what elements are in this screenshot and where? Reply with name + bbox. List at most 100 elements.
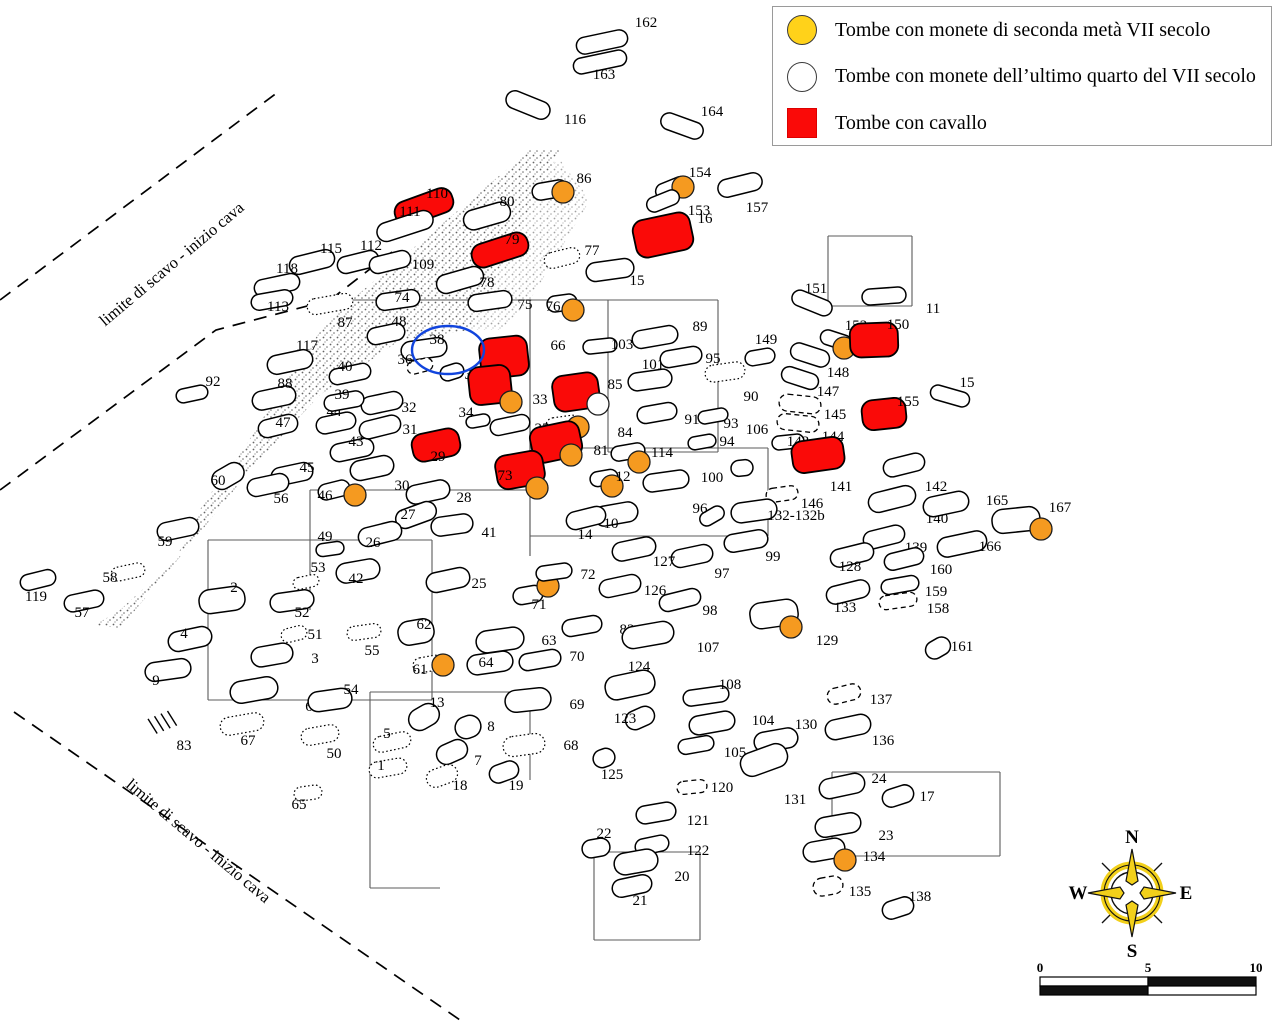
tomb-48[interactable]: 48 xyxy=(366,314,407,346)
tomb-131[interactable]: 131 xyxy=(737,741,806,808)
tomb-67[interactable]: 67 xyxy=(219,711,265,749)
tomb-78[interactable]: 78 xyxy=(434,264,495,295)
tomb-28[interactable]: 28 xyxy=(405,478,472,506)
tomb-104[interactable]: 104 xyxy=(688,710,775,737)
tomb-87[interactable]: 87 xyxy=(306,292,354,331)
tomb-63[interactable]: 63 xyxy=(475,626,557,654)
tomb-112[interactable]: 112 xyxy=(336,238,382,275)
tomb-108[interactable]: 108 xyxy=(682,677,741,707)
tomb-116[interactable]: 116 xyxy=(503,88,586,128)
tomb-68[interactable]: 68 xyxy=(502,732,579,758)
tomb-109[interactable]: 109 xyxy=(368,249,435,276)
tomb-19[interactable]: 19 xyxy=(487,758,524,794)
tomb-125[interactable]: 125 xyxy=(591,746,624,783)
tomb-81[interactable]: 81 xyxy=(528,419,609,467)
tomb-53[interactable]: 53 xyxy=(292,560,326,591)
tomb-94[interactable]: 94 xyxy=(687,433,735,451)
tomb-137[interactable]: 137 xyxy=(826,682,893,708)
tomb-107[interactable]: 107 xyxy=(620,620,720,656)
tomb-96[interactable]: 96 xyxy=(693,501,727,529)
tomb-34[interactable]: 34 xyxy=(459,405,491,429)
tomb-47[interactable]: 47 xyxy=(256,412,299,439)
tomb-51[interactable]: 51 xyxy=(280,624,323,644)
tomb-132-132b[interactable]: 132-132b xyxy=(730,498,825,524)
tomb-18[interactable]: 18 xyxy=(424,762,468,794)
tomb-72[interactable]: 72 xyxy=(535,562,596,583)
tomb-138[interactable]: 138 xyxy=(880,889,931,922)
tomb-95[interactable]: 95 xyxy=(659,345,721,369)
tomb-120[interactable]: 120 xyxy=(676,778,733,796)
tomb-158[interactable]: 158 xyxy=(878,591,949,617)
tomb-24[interactable]: 24 xyxy=(817,771,887,801)
tomb-85[interactable]: 85 xyxy=(551,371,623,416)
tomb-33[interactable]: 33 xyxy=(467,364,548,414)
tomb-43[interactable]: 43 xyxy=(329,434,376,463)
tomb-157[interactable]: 157 xyxy=(716,171,769,216)
tomb-133[interactable]: 133 xyxy=(824,578,871,616)
tomb-21[interactable]: 21 xyxy=(611,873,654,909)
tomb-1[interactable]: 1 xyxy=(368,757,408,779)
tomb-98[interactable]: 98 xyxy=(658,587,718,619)
tomb-119[interactable]: 119 xyxy=(19,568,58,605)
tomb-26[interactable]: 26 xyxy=(356,519,403,551)
tomb-59[interactable]: 59 xyxy=(156,516,201,550)
tomb-149[interactable]: 149 xyxy=(744,332,777,367)
tomb-86[interactable]: 86 xyxy=(531,171,592,204)
tomb-16[interactable]: 16 xyxy=(631,210,713,259)
tomb-15[interactable]: 15 xyxy=(585,257,645,289)
tomb-77[interactable]: 77 xyxy=(543,243,600,270)
tomb-74[interactable]: 74 xyxy=(375,288,421,312)
tomb-92[interactable]: 92 xyxy=(175,374,221,404)
tomb-12[interactable]: 12 xyxy=(589,468,631,498)
tomb-29[interactable]: 29 xyxy=(410,426,463,465)
tomb-155[interactable]: 155 xyxy=(860,394,920,432)
tomb-2[interactable]: 2 xyxy=(198,580,247,615)
tomb-114[interactable]: 114 xyxy=(610,442,674,474)
tomb-127[interactable]: 127 xyxy=(611,535,676,570)
tomb-9[interactable]: 9 xyxy=(144,657,192,689)
tomb-129[interactable]: 129 xyxy=(748,598,838,649)
tomb-103[interactable]: 103 xyxy=(582,337,633,355)
tomb-100[interactable]: 100 xyxy=(642,469,723,493)
tomb-60[interactable]: 60 xyxy=(208,459,247,493)
tomb-105[interactable]: 105 xyxy=(677,734,746,761)
tomb-46[interactable]: 46 xyxy=(317,478,367,507)
tomb-152[interactable]: 152 xyxy=(818,318,867,360)
tomb-164[interactable]: 164 xyxy=(658,104,724,142)
tomb-49[interactable]: 49 xyxy=(315,529,345,558)
tomb-90[interactable]: 90 xyxy=(704,361,759,405)
tomb-163[interactable]: 163 xyxy=(572,49,628,83)
tomb-8[interactable]: 8 xyxy=(452,712,495,742)
tomb-62[interactable]: 62 xyxy=(396,617,436,647)
tomb-64[interactable]: 64 xyxy=(466,650,514,676)
tomb-40[interactable]: 40 xyxy=(328,359,372,386)
tomb-4[interactable]: 4 xyxy=(166,625,213,654)
tomb-89[interactable]: 89 xyxy=(631,319,708,350)
tomb-121[interactable]: 121 xyxy=(635,801,710,829)
tomb-160[interactable]: 160 xyxy=(883,546,953,578)
tomb-25[interactable]: 25 xyxy=(424,566,487,595)
tomb-145[interactable]: 145 xyxy=(778,393,846,423)
tomb-27[interactable]: 27 xyxy=(393,499,439,531)
tomb-14[interactable]: 14 xyxy=(564,504,607,543)
tomb-5[interactable]: 5 xyxy=(372,726,412,754)
tomb-141[interactable]: 141 xyxy=(790,436,852,495)
tomb-42[interactable]: 42 xyxy=(335,557,382,587)
tomb-54[interactable]: 54 xyxy=(307,682,359,713)
tomb-146[interactable]: 146 xyxy=(765,485,824,512)
tomb-52[interactable]: 52 xyxy=(269,589,315,621)
tomb-23[interactable]: 23 xyxy=(814,811,894,844)
tomb-79[interactable]: 79 xyxy=(469,230,532,271)
tomb-39[interactable]: 39 xyxy=(323,387,365,412)
tomb-150[interactable]: 150 xyxy=(848,317,909,359)
tomb-45[interactable]: 45 xyxy=(270,460,315,487)
tomb-3[interactable]: 3 xyxy=(250,642,319,669)
tomb-167[interactable]: 167 xyxy=(991,500,1072,541)
tomb-161[interactable]: 161 xyxy=(922,634,973,663)
tomb-30[interactable]: 30 xyxy=(348,454,410,494)
tomb-135[interactable]: 135 xyxy=(812,875,872,900)
tomb-115[interactable]: 115 xyxy=(288,241,342,276)
tomb-106[interactable]: 106 xyxy=(730,422,769,478)
tomb-13[interactable]: 13 xyxy=(405,695,445,735)
tomb-15r[interactable]: 15 xyxy=(929,375,975,409)
